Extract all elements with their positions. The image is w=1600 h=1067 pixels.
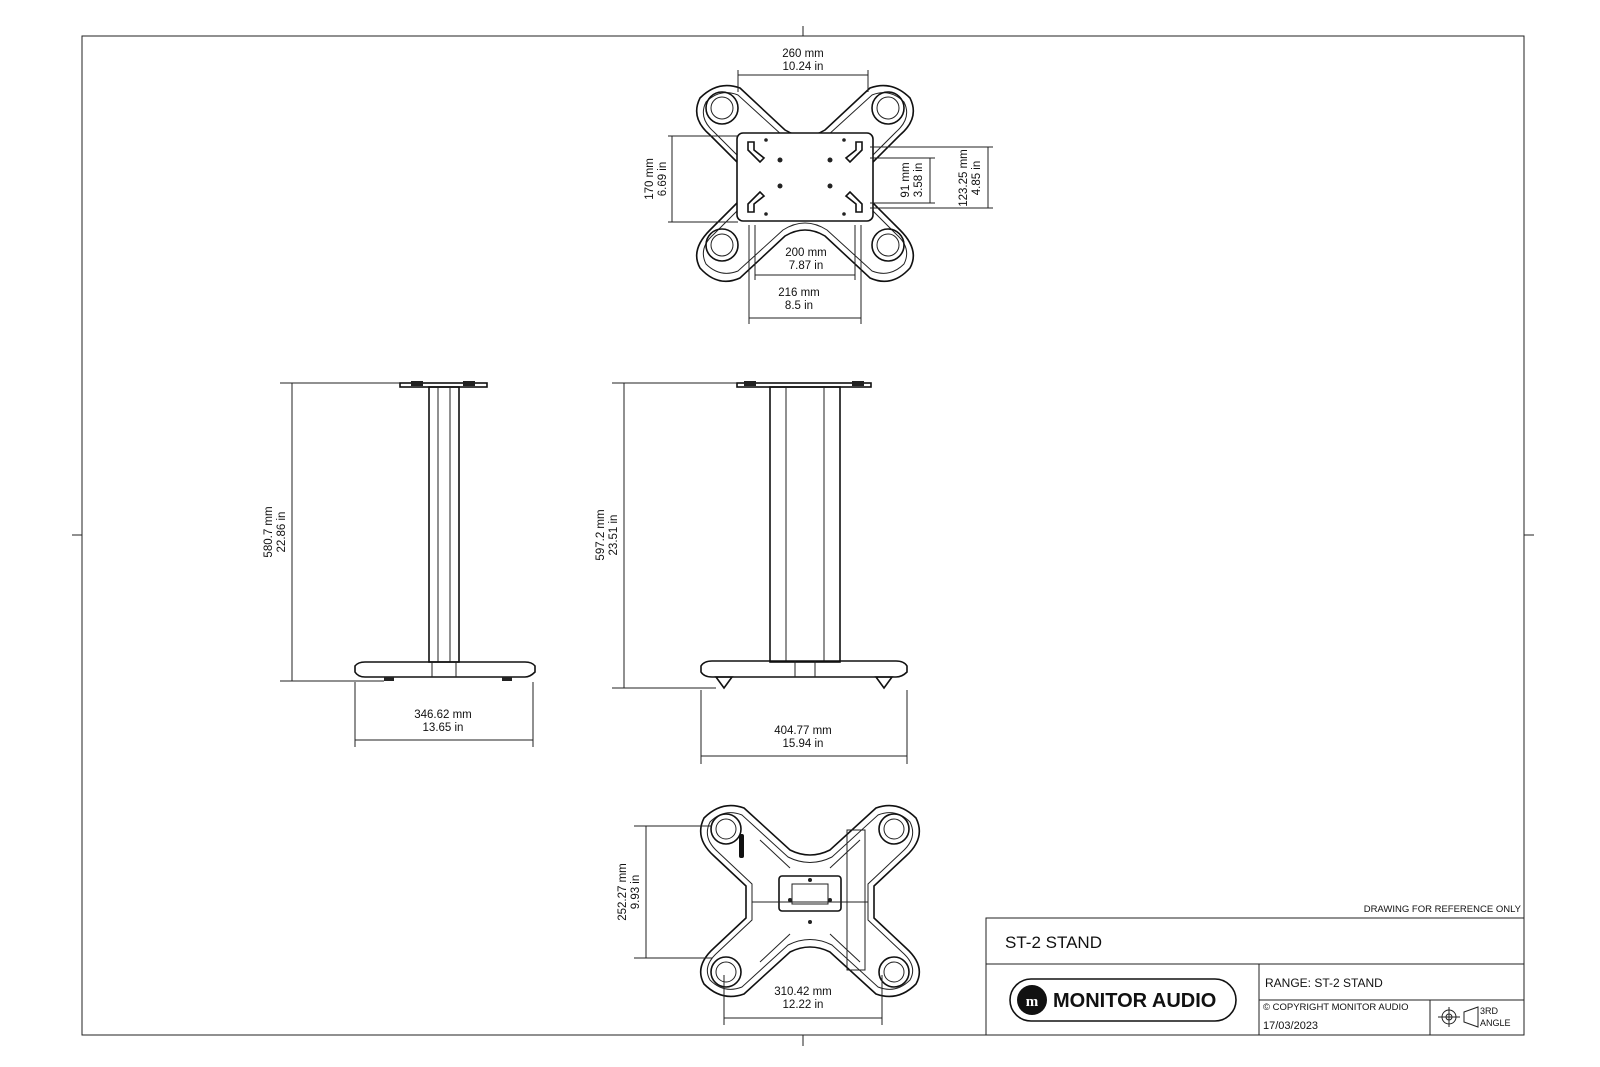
dim-right-height-in: 23.51 in: [608, 515, 620, 556]
bottom-view: [699, 804, 921, 998]
dim-right-height-mm: 597.2 mm: [595, 509, 607, 560]
dim-top-right-height-mm: 123.25 mm: [958, 149, 970, 207]
logo-mark-icon: m: [1026, 994, 1039, 1010]
copyright-label: © COPYRIGHT MONITOR AUDIO: [1263, 1002, 1408, 1013]
dim-top-right-height-in: 4.85 in: [971, 161, 983, 196]
projection-label-2: ANGLE: [1480, 1018, 1511, 1028]
dim-top-plate-width-mm: 216 mm: [778, 287, 820, 299]
dim-top-height-in: 6.69 in: [657, 162, 669, 197]
dim-right-width-in: 15.94 in: [783, 738, 824, 750]
dim-left-width-in: 13.65 in: [423, 722, 464, 734]
dim-bottom-height-in: 9.93 in: [630, 875, 642, 910]
dim-top-width-mm: 260 mm: [782, 48, 824, 60]
dim-right-width-mm: 404.77 mm: [774, 725, 832, 737]
dim-top-height-mm: 170 mm: [644, 158, 656, 200]
dim-left-height-in: 22.86 in: [276, 512, 288, 553]
dim-left-width-mm: 346.62 mm: [414, 709, 472, 721]
range-label: RANGE: ST-2 STAND: [1265, 976, 1383, 990]
dim-top-inner-width-mm: 200 mm: [785, 247, 827, 259]
bottom-view-dimensions: [634, 825, 883, 1025]
projection-label-1: 3RD: [1480, 1006, 1499, 1016]
side-view-left-dimensions: [280, 382, 534, 747]
monitor-audio-logo: m MONITOR AUDIO: [1009, 978, 1237, 1022]
dim-bottom-width-in: 12.22 in: [783, 999, 824, 1011]
third-angle-projection-icon: [1438, 1006, 1479, 1028]
side-view-right: [700, 381, 908, 690]
dim-bottom-height-mm: 252.27 mm: [617, 863, 629, 921]
side-view-right-dimensions: [612, 382, 908, 764]
top-view-dimensions: [668, 70, 993, 324]
top-view: [695, 84, 915, 283]
dim-bottom-width-mm: 310.42 mm: [774, 986, 832, 998]
dim-top-inner-height-in: 3.58 in: [913, 163, 925, 198]
brand-name: MONITOR AUDIO: [1053, 990, 1216, 1012]
dim-left-height-mm: 580.7 mm: [263, 506, 275, 557]
title-block: [985, 917, 1525, 1036]
drawing-title: ST-2 STAND: [1005, 933, 1102, 952]
dim-top-inner-height-mm: 91 mm: [900, 162, 912, 197]
dim-top-inner-width-in: 7.87 in: [789, 260, 824, 272]
side-view-left: [354, 381, 536, 681]
drawing-date: 17/03/2023: [1263, 1020, 1318, 1032]
reference-note: DRAWING FOR REFERENCE ONLY: [1364, 904, 1522, 915]
dim-top-width-in: 10.24 in: [783, 61, 824, 73]
dim-top-plate-width-in: 8.5 in: [785, 300, 813, 312]
